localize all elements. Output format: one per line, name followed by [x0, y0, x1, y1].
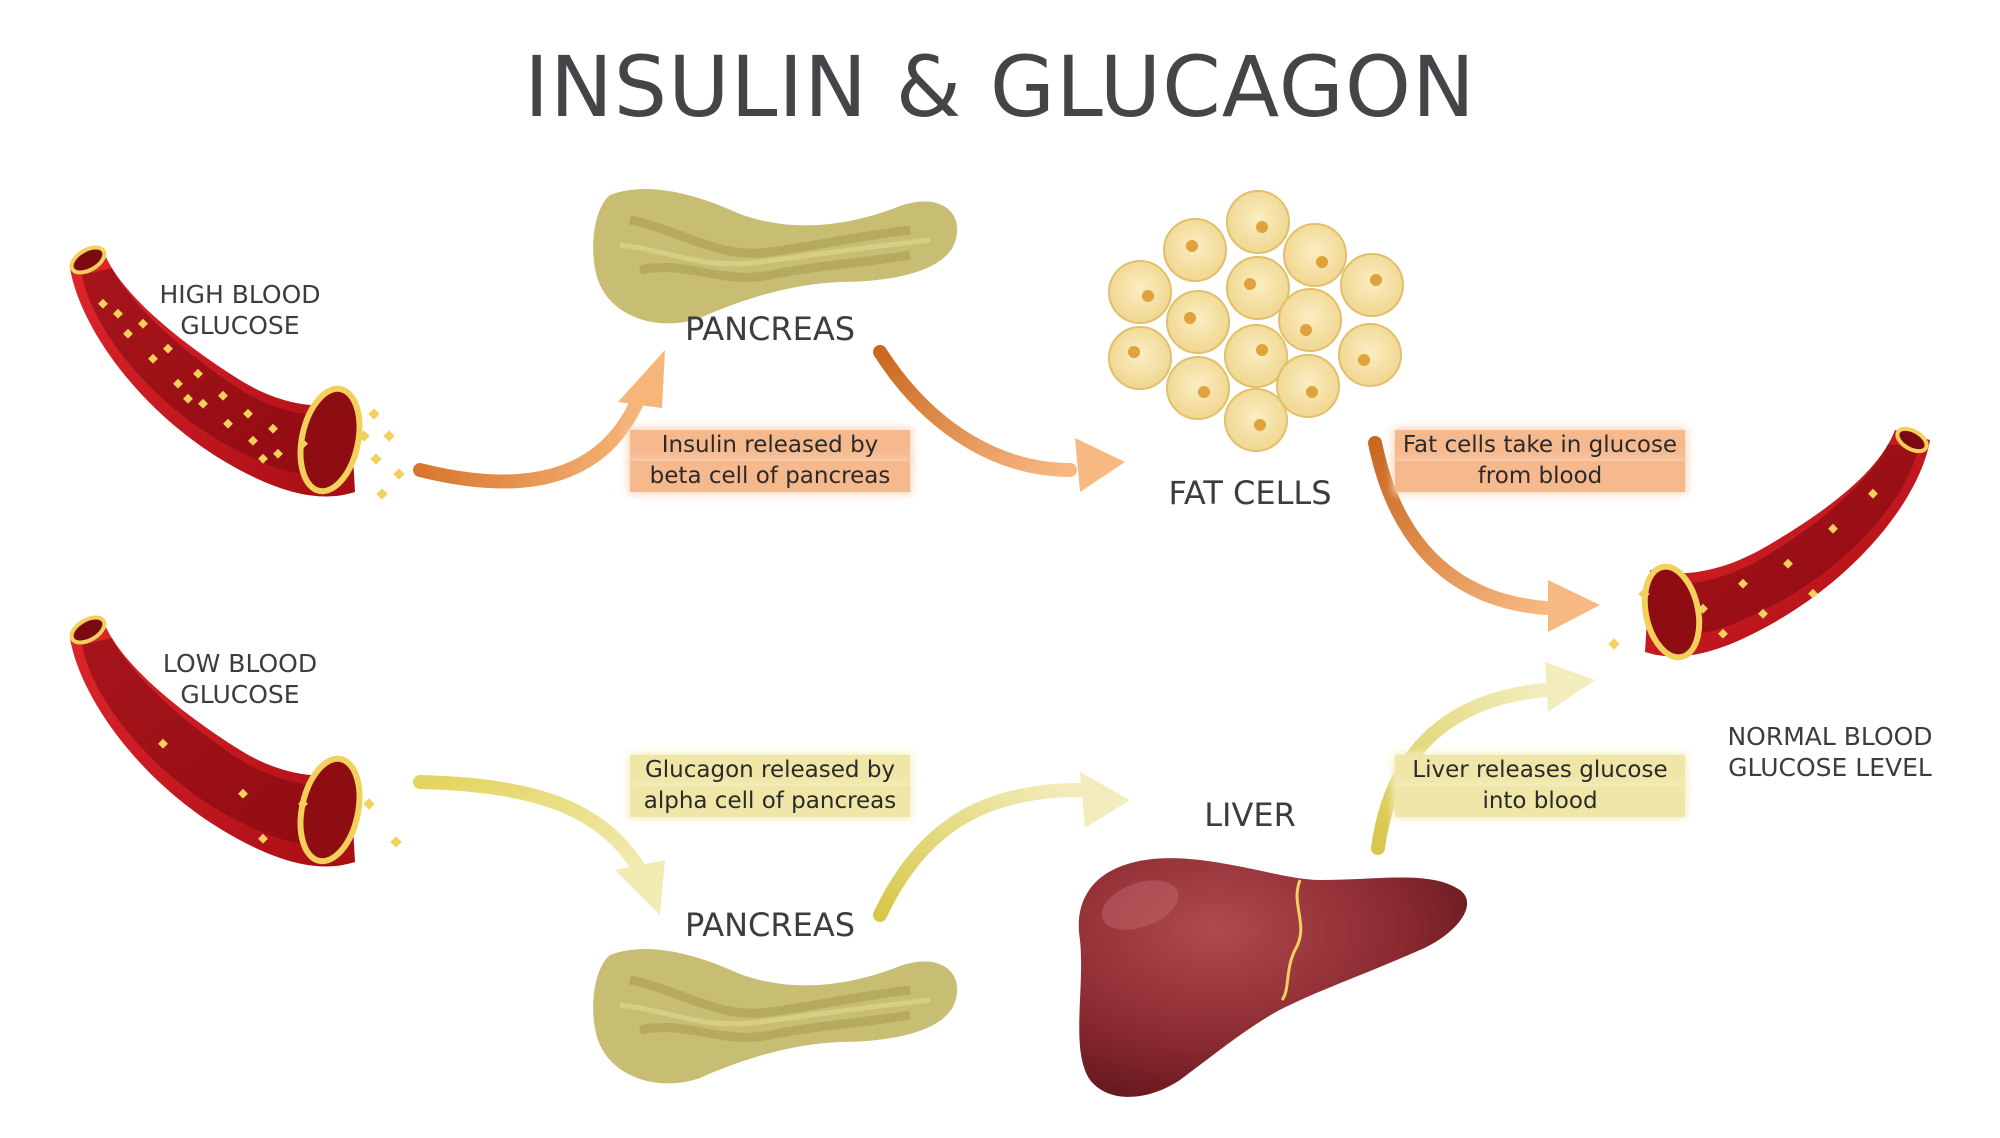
arrow-vessel-to-pancreas [413, 350, 665, 489]
note-liver-line1: Liver releases glucose [1395, 755, 1685, 786]
pancreas-bottom [593, 949, 958, 1084]
note-liver-line2: into blood [1395, 786, 1685, 817]
arrow-pancreas-to-fat [873, 345, 1125, 492]
low-glucose-vessel [69, 615, 402, 867]
pancreas-top [593, 189, 958, 324]
label-low-blood-glucose: LOW BLOOD GLUCOSE [130, 649, 350, 710]
label-high-line2: GLUCOSE [180, 310, 300, 340]
note-insulin-released: Insulin released by beta cell of pancrea… [630, 430, 910, 492]
note-fat-line2: from blood [1395, 461, 1685, 492]
label-pancreas-bottom: PANCREAS [684, 906, 856, 944]
normal-glucose-vessel [1608, 426, 1930, 661]
label-fat-cells: FAT CELLS [1168, 474, 1332, 512]
note-glucagon-line2: alpha cell of pancreas [630, 786, 910, 817]
note-fat-line1: Fat cells take in glucose [1395, 430, 1685, 461]
label-pancreas-top: PANCREAS [684, 310, 856, 348]
note-fat-cells-take-glucose: Fat cells take in glucose from blood [1395, 430, 1685, 492]
label-normal-line2: GLUCOSE LEVEL [1728, 752, 1932, 782]
high-glucose-vessel [69, 245, 405, 500]
fat-cells [1108, 190, 1404, 452]
liver [1078, 858, 1468, 1097]
arrow-liver-to-vessel [1371, 662, 1595, 855]
note-glucagon-released: Glucagon released by alpha cell of pancr… [630, 755, 910, 817]
label-normal-line1: NORMAL BLOOD [1727, 722, 1933, 751]
arrow-fat-to-vessel [1368, 436, 1600, 632]
label-high-line1: HIGH BLOOD [159, 280, 321, 309]
label-low-line2: GLUCOSE [180, 679, 300, 709]
arrow-pancreas-to-liver [873, 772, 1130, 922]
arrow-vessel-to-pancreas-low [413, 775, 665, 915]
note-insulin-line2: beta cell of pancreas [630, 461, 910, 492]
label-low-line1: LOW BLOOD [162, 649, 318, 678]
label-high-blood-glucose: HIGH BLOOD GLUCOSE [130, 280, 350, 341]
note-liver-releases-glucose: Liver releases glucose into blood [1395, 755, 1685, 817]
diagram-title: INSULIN & GLUCAGON [524, 38, 1476, 136]
label-normal-blood-glucose: NORMAL BLOOD GLUCOSE LEVEL [1700, 722, 1960, 783]
note-glucagon-line1: Glucagon released by [630, 755, 910, 786]
note-insulin-line1: Insulin released by [630, 430, 910, 461]
label-liver: LIVER [1204, 796, 1296, 834]
